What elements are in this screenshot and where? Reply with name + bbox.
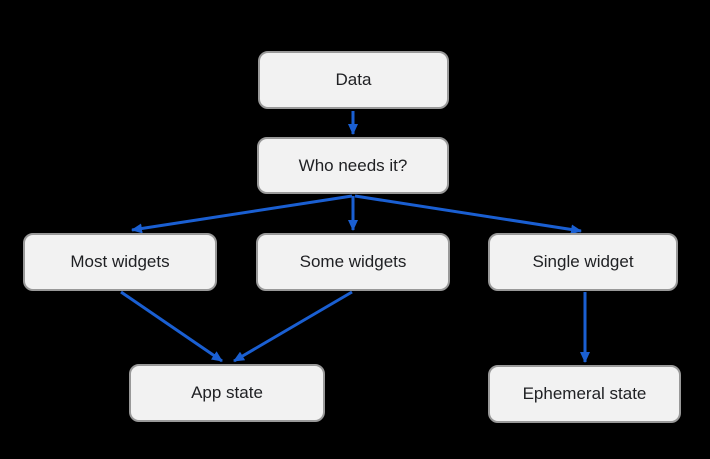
node-single-widget: Single widget — [488, 233, 678, 291]
node-data: Data — [258, 51, 449, 109]
node-who-needs-it: Who needs it? — [257, 137, 449, 194]
node-ephemeral-state: Ephemeral state — [488, 365, 681, 423]
edge-some-widgets-to-app-state — [233, 290, 353, 363]
edge-who-needs-it-to-single-widget — [354, 194, 582, 235]
node-app-state: App state — [129, 364, 325, 422]
node-most-widgets: Most widgets — [23, 233, 217, 291]
edge-who-needs-it-to-most-widgets — [131, 194, 353, 234]
edge-most-widgets-to-app-state — [120, 290, 223, 363]
node-some-widgets: Some widgets — [256, 233, 450, 291]
